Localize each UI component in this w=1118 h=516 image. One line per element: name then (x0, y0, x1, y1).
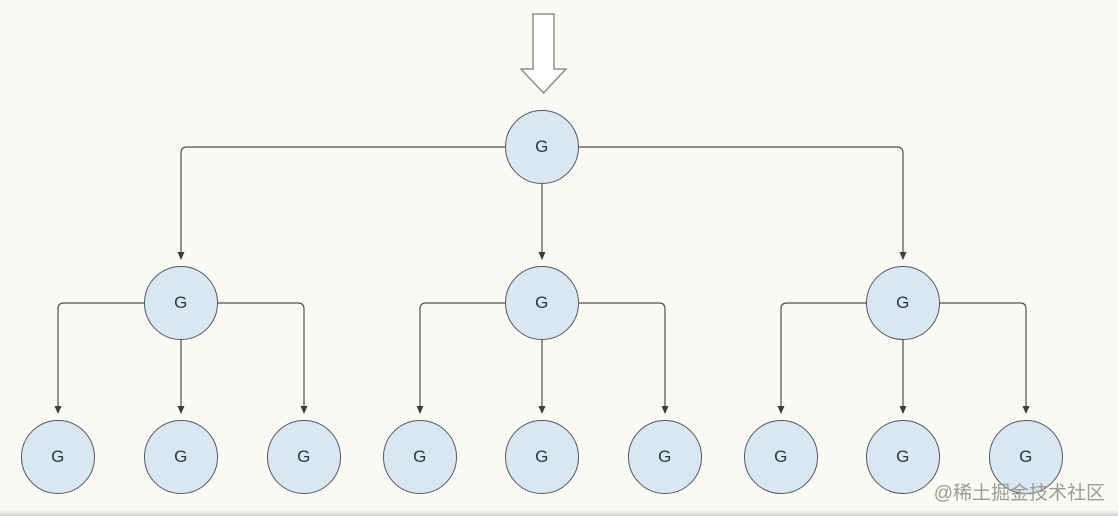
edge-l2-0-l3-2 (218, 302, 308, 414)
tree-node-label: G (174, 447, 188, 466)
tree-node-l2-0: G (144, 266, 218, 340)
edge-l2-2-l3-6 (777, 302, 866, 414)
edge-l2-1-l3-3 (416, 302, 505, 414)
tree-node-label: G (535, 137, 549, 156)
tree-node-l3-4: G (505, 420, 579, 494)
tree-node-label: G (658, 447, 672, 466)
tree-node-l3-0: G (21, 420, 95, 494)
tree-node-label: G (896, 293, 910, 312)
tree-node-label: G (174, 293, 188, 312)
tree-node-l3-1: G (144, 420, 218, 494)
bottom-edge-shadow (0, 510, 1118, 516)
tree-node-label: G (774, 447, 788, 466)
tree-node-l3-3: G (383, 420, 457, 494)
tree-node-label: G (1019, 447, 1033, 466)
edge-l2-0-l3-0 (54, 302, 144, 414)
tree-node-l2-1: G (505, 266, 579, 340)
tree-node-l2-2: G (866, 266, 940, 340)
tree-node-label: G (896, 447, 910, 466)
edge-root-l2-0 (177, 146, 505, 260)
tree-node-l3-2: G (267, 420, 341, 494)
edge-l2-1-l3-5 (579, 302, 669, 414)
edge-root-l2-2 (579, 146, 907, 260)
tree-node-l3-8: G (989, 420, 1063, 494)
tree-node-l3-5: G (628, 420, 702, 494)
tree-node-label: G (535, 293, 549, 312)
watermark: @稀土掘金技术社区 (933, 483, 1105, 504)
edge-l2-2-l3-8 (940, 302, 1030, 414)
entry-down-arrow-icon (519, 13, 568, 95)
tree-node-label: G (535, 447, 549, 466)
tree-node-l3-6: G (744, 420, 818, 494)
tree-node-label: G (297, 447, 311, 466)
tree-node-label: G (51, 447, 65, 466)
tree-node-l3-7: G (866, 420, 940, 494)
tree-node-label: G (413, 447, 427, 466)
tree-node-root: G (505, 110, 579, 184)
